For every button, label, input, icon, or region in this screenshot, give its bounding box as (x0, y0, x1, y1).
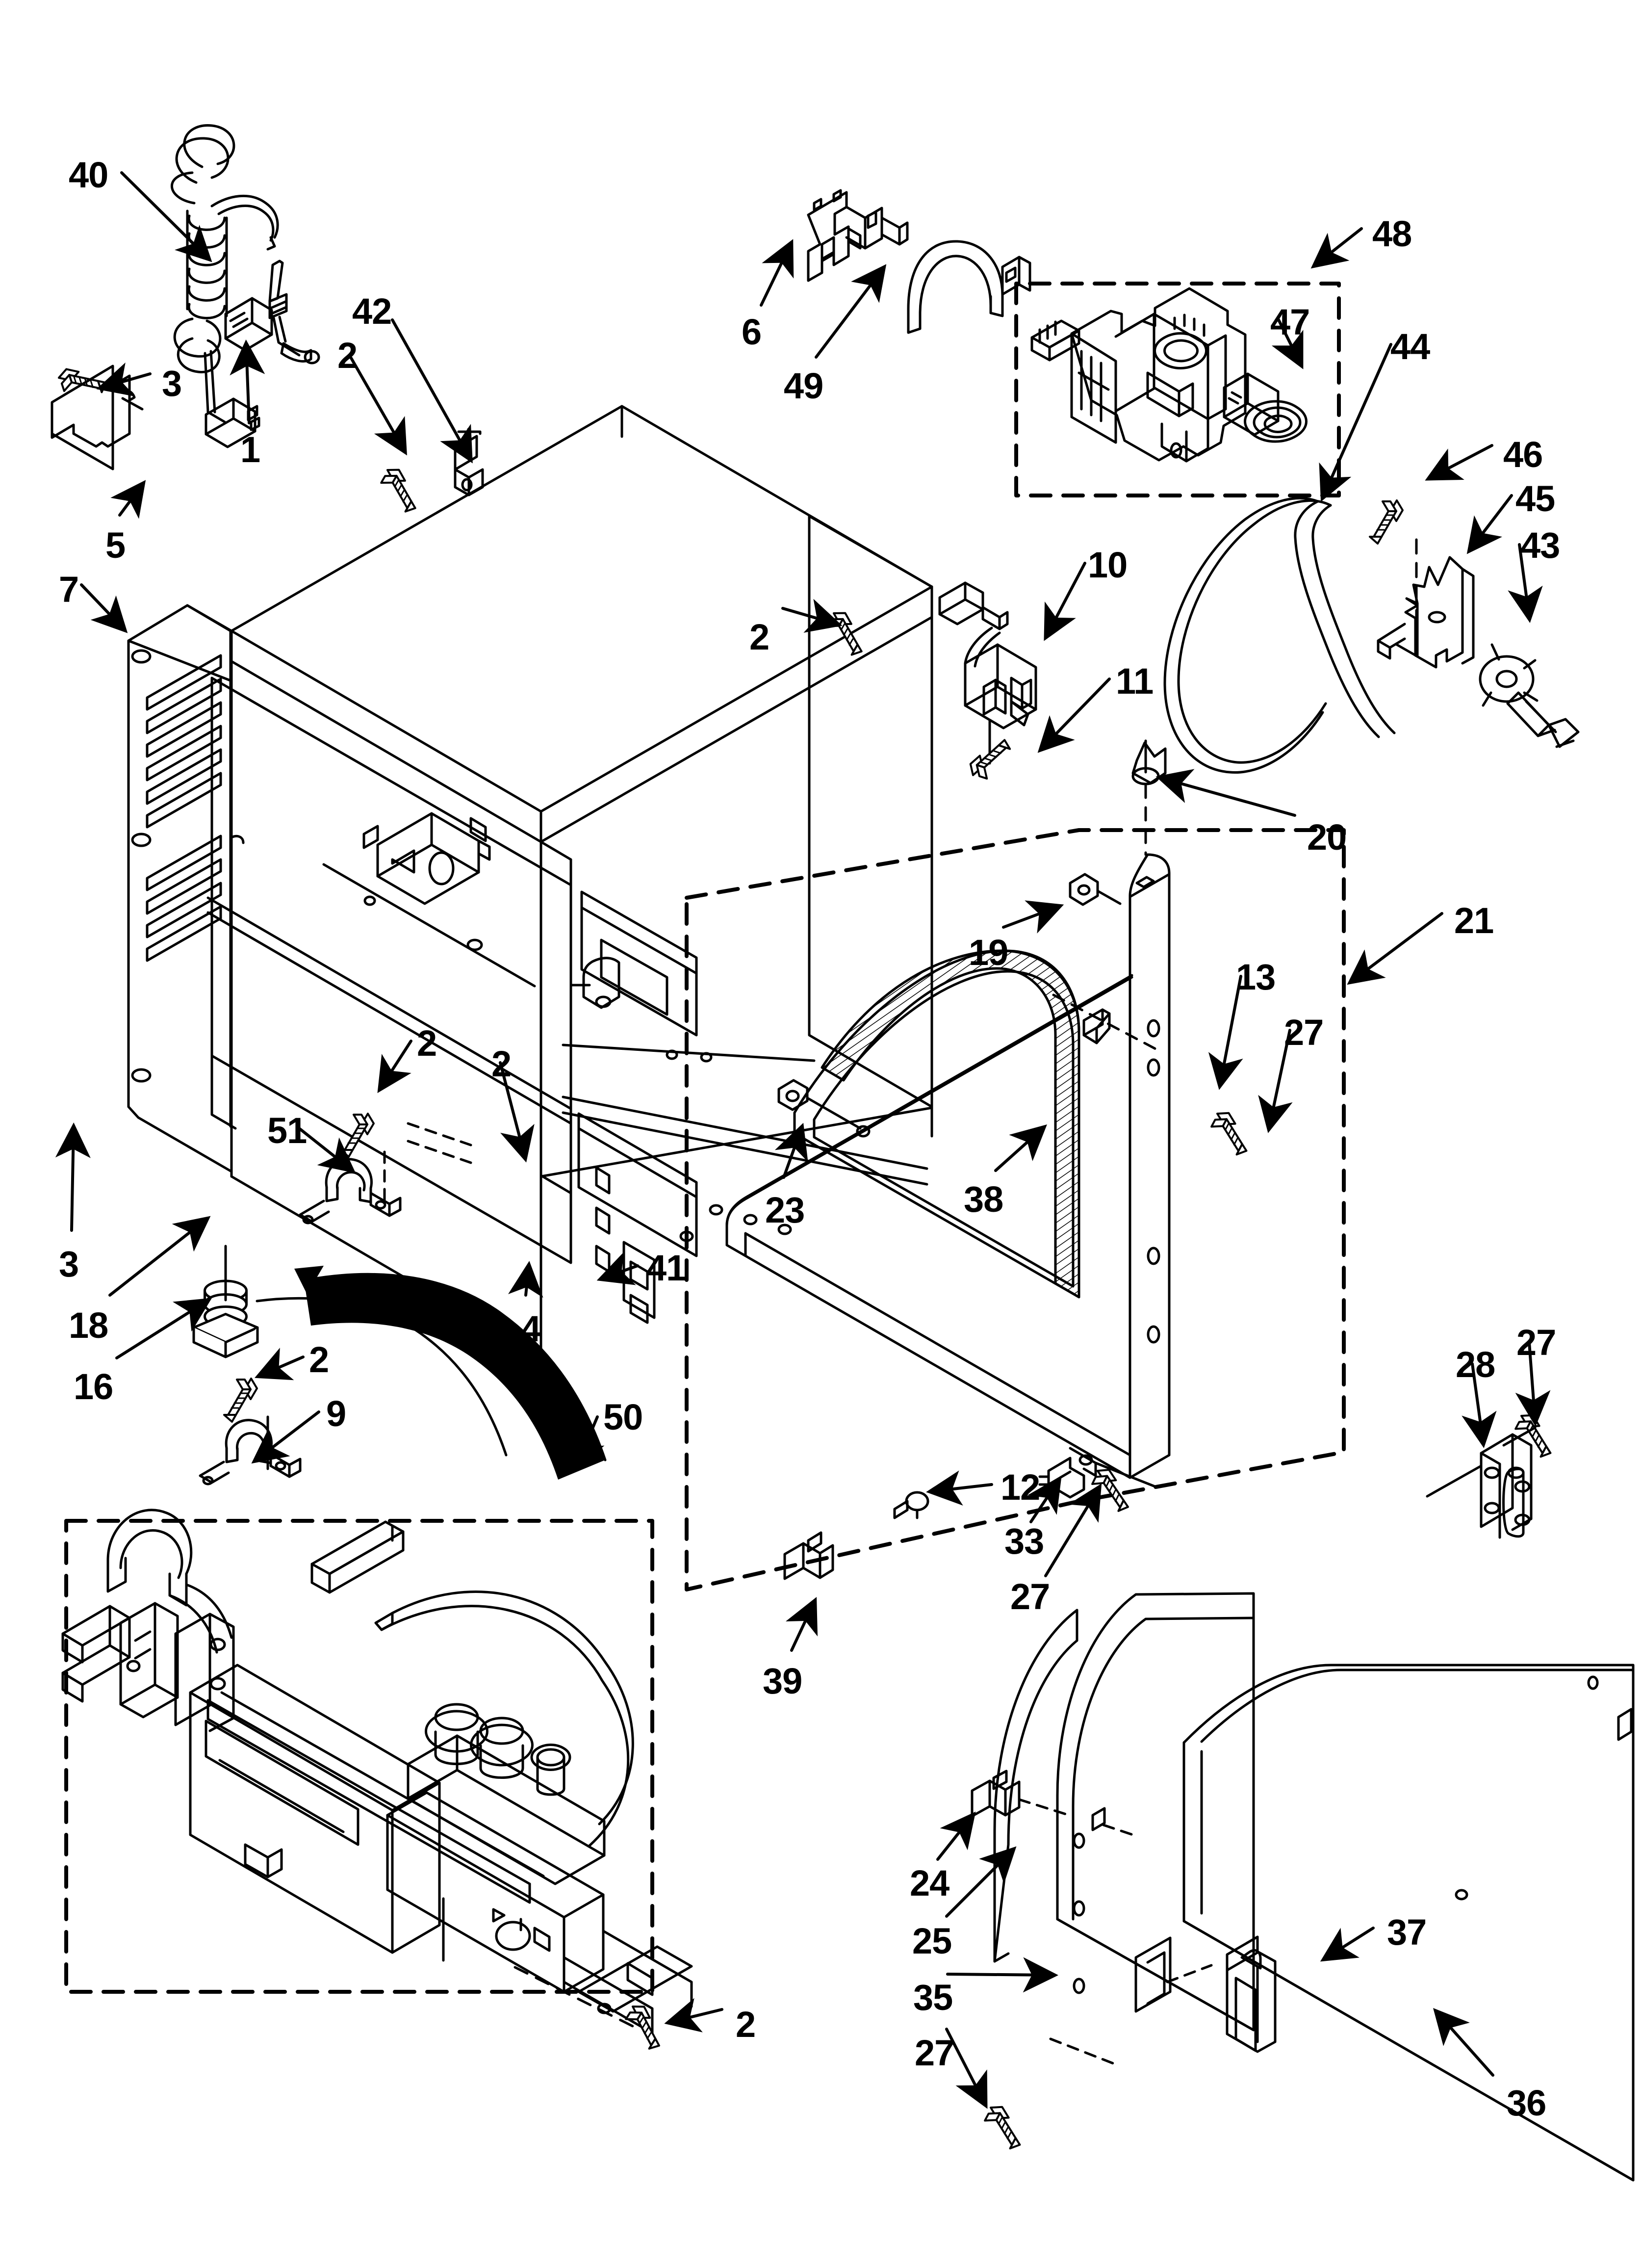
wire-harness-bracket-part (807, 189, 909, 282)
callout-37[interactable]: 37 (1387, 1912, 1427, 1953)
callout-1[interactable]: 1 (240, 429, 260, 470)
callout-40[interactable]: 40 (69, 155, 108, 195)
callout-23[interactable]: 23 (765, 1190, 805, 1230)
callout-2-rail[interactable]: 2 (749, 617, 770, 657)
callout-25[interactable]: 25 (912, 1921, 952, 1961)
drive-motor-part (1030, 287, 1247, 463)
callout-27-b[interactable]: 27 (1010, 1576, 1050, 1617)
callout-43[interactable]: 43 (1520, 525, 1560, 566)
screw-part-2-burner (618, 2002, 672, 2052)
callout-46[interactable]: 46 (1503, 434, 1543, 475)
callout-2-f[interactable]: 2 (736, 2004, 756, 2045)
callout-4[interactable]: 4 (521, 1308, 541, 1349)
callout-12[interactable]: 12 (1001, 1467, 1040, 1508)
callout-2-e[interactable]: 2 (309, 1339, 329, 1380)
door-seal-part-25 (993, 1609, 1078, 1963)
callout-38[interactable]: 38 (964, 1179, 1003, 1220)
callout-50[interactable]: 50 (603, 1397, 643, 1437)
screw-part-27a (1205, 1108, 1258, 1157)
outer-door-panel-part-36 (1182, 1664, 1635, 2182)
idler-pulley-lever-part (1479, 643, 1580, 748)
front-panel-dashed-box (685, 828, 1346, 1591)
screw-part-3-top (57, 359, 108, 403)
callout-2-c[interactable]: 2 (417, 1023, 437, 1064)
cabinet-base-part (210, 1054, 237, 1178)
callout-42[interactable]: 42 (352, 291, 392, 332)
inner-door-panel-part-35 (1056, 1592, 1255, 2032)
callout-24[interactable]: 24 (910, 1863, 949, 1903)
callout-44[interactable]: 44 (1390, 326, 1430, 367)
callout-41[interactable]: 41 (646, 1248, 686, 1288)
power-cord-outline (256, 1273, 607, 1461)
screw-part-2-clamp9 (224, 1379, 257, 1422)
callout-48[interactable]: 48 (1372, 213, 1412, 254)
callout-18[interactable]: 18 (69, 1305, 108, 1346)
cabinet-body-part (206, 405, 933, 1358)
power-cord-routing (294, 1266, 605, 1480)
callout-3-b[interactable]: 3 (59, 1244, 79, 1284)
screw-part-2-clamp51 (341, 1114, 374, 1157)
callout-33[interactable]: 33 (1004, 1521, 1044, 1562)
callout-2-d[interactable]: 2 (491, 1043, 512, 1084)
panel-clip-part-19 (1069, 873, 1122, 906)
screw-part-2-top (374, 465, 428, 515)
cabinet-side-panel-part (127, 604, 245, 1173)
callout-5[interactable]: 5 (105, 525, 126, 566)
callout-28[interactable]: 28 (1456, 1344, 1495, 1385)
callout-3-top[interactable]: 3 (162, 363, 182, 404)
door-handle-part-37 (1226, 1935, 1277, 2053)
terminal-block-part (224, 297, 273, 352)
callout-9[interactable]: 9 (326, 1393, 346, 1434)
door-bumper-part-12 (893, 1491, 929, 1519)
screw-part-2-rail (821, 608, 874, 658)
idler-pulley-bracket-part (1377, 556, 1475, 669)
callout-2-top[interactable]: 2 (337, 335, 358, 376)
leader-lines (55, 171, 1551, 2109)
callout-27-d[interactable]: 27 (915, 2033, 954, 2073)
coiled-power-cord-part (171, 124, 320, 448)
callout-16[interactable]: 16 (74, 1366, 113, 1407)
callout-49[interactable]: 49 (784, 365, 823, 406)
screw-part-27d (978, 2102, 1031, 2151)
callout-13[interactable]: 13 (1236, 957, 1276, 997)
callout-51[interactable]: 51 (267, 1110, 307, 1151)
callout-11[interactable]: 11 (1116, 661, 1154, 702)
callout-47[interactable]: 47 (1270, 302, 1310, 342)
callout-6[interactable]: 6 (742, 312, 762, 352)
callout-19[interactable]: 19 (969, 932, 1008, 973)
callout-35[interactable]: 35 (913, 1977, 953, 2018)
door-switch-part (938, 581, 1037, 765)
cord-strain-relief-part-9 (199, 1419, 302, 1486)
motor-pulley-part (1223, 372, 1308, 443)
callout-45[interactable]: 45 (1515, 478, 1555, 519)
door-hinge-part (1426, 1433, 1533, 1539)
callout-20[interactable]: 20 (1307, 817, 1347, 858)
callout-27-c[interactable]: 27 (1516, 1322, 1556, 1363)
callout-27-a[interactable]: 27 (1284, 1012, 1324, 1053)
callout-39[interactable]: 39 (763, 1661, 802, 1701)
assembly-axis-13 (1052, 993, 1159, 1051)
drive-belt-part (1163, 497, 1396, 774)
door-catch-part-33 (1038, 1447, 1097, 1499)
callout-10[interactable]: 10 (1088, 545, 1128, 585)
callout-7[interactable]: 7 (59, 569, 79, 610)
callout-21[interactable]: 21 (1454, 900, 1494, 941)
motor-strap-clamp-part (907, 240, 1031, 334)
callout-36[interactable]: 36 (1507, 2083, 1546, 2123)
burner-assembly-part (61, 1509, 693, 2034)
screw-part-46 (1370, 500, 1403, 544)
